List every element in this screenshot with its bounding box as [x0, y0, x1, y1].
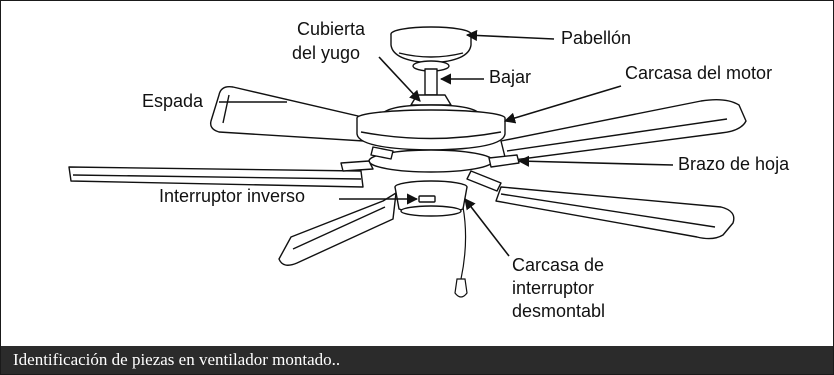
canopy-body [390, 34, 472, 64]
pull-chain-fob [454, 278, 468, 298]
label-switch-housing-line3: desmontabl [512, 301, 606, 321]
label-switch-housing-line1: Carcasa de [512, 255, 605, 275]
label-canopy: Pabellón [561, 28, 632, 48]
switch-housing-bottom [400, 205, 462, 217]
label-motor-housing: Carcasa del motor [625, 63, 773, 83]
label-yoke-cover-line2: del yugo [292, 43, 361, 63]
caption-bar: Identificación de piezas en ventilador m… [1, 346, 833, 374]
figure-caption: Identificación de piezas en ventilador m… [13, 350, 341, 369]
reverse-switch-knob [418, 195, 436, 203]
downrod-shape [424, 68, 438, 96]
leader-yoke-cover [378, 56, 421, 102]
blade-lower-right-inner-line [500, 193, 716, 228]
label-downrod: Bajar [489, 67, 532, 87]
blade-arm-left [340, 160, 374, 172]
label-switch-housing-line2: interruptor [512, 278, 595, 298]
leader-blade-arm [517, 155, 674, 167]
blade-arm-back [370, 146, 394, 160]
blade-upper-left-inner-line [222, 94, 230, 124]
canopy-rim [398, 52, 464, 58]
blade-upper-right-inner-line [506, 118, 728, 152]
label-yoke-cover-line1: Cubierta [297, 19, 366, 39]
blade-upper-right [500, 98, 747, 162]
label-blade: Espada [142, 91, 204, 111]
leader-motor-housing [503, 85, 622, 124]
blade-upper-left [209, 85, 402, 144]
blade-lower-left-inner-line [292, 206, 386, 250]
label-reverse-switch: Interruptor inverso [159, 186, 306, 206]
motor-housing-body [356, 118, 506, 151]
leader-switch-housing [464, 198, 510, 257]
blade-lower-right [495, 186, 735, 240]
ceiling-fan-diagram [68, 26, 747, 298]
label-blade-arm: Brazo de hoja [678, 154, 790, 174]
blade-arm-front [466, 170, 502, 192]
blade-arm-right [488, 154, 520, 168]
blade-left-inner-line [72, 174, 362, 180]
motor-housing-band [360, 131, 502, 140]
yoke-cover-shape [410, 94, 452, 106]
leader-canopy [465, 29, 555, 42]
pull-chain [460, 206, 467, 280]
